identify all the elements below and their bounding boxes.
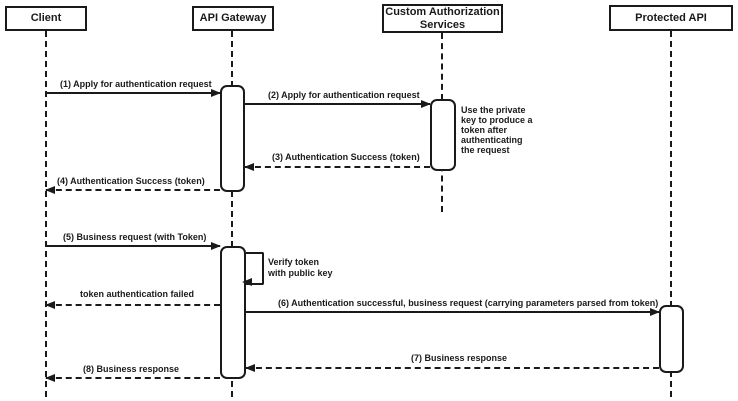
actor-label-protected-api: Protected API bbox=[635, 11, 707, 24]
arrowhead-left-icon bbox=[244, 163, 254, 171]
lifeline-api-gateway bbox=[231, 31, 233, 397]
lifeline-protected-api bbox=[670, 31, 672, 397]
actor-box-protected-api: Protected API bbox=[609, 5, 733, 31]
message-6-label: (6) Authentication successful, business … bbox=[278, 298, 659, 308]
actor-box-api-gateway: API Gateway bbox=[192, 6, 274, 31]
message-7-arrow bbox=[245, 364, 659, 372]
message-2-label: (2) Apply for authentication request bbox=[268, 90, 420, 100]
message-3-arrow bbox=[244, 163, 430, 171]
note-text: Use the private key to produce a token a… bbox=[461, 105, 533, 155]
activation-bar-api-gateway-2 bbox=[220, 246, 246, 379]
message-4-label: (4) Authentication Success (token) bbox=[57, 176, 205, 186]
actor-label-client: Client bbox=[30, 12, 62, 24]
arrowhead-right-icon bbox=[650, 308, 660, 316]
message-4-arrow bbox=[45, 186, 220, 194]
arrowhead-left-icon bbox=[45, 301, 55, 309]
message-1-arrow bbox=[46, 89, 221, 97]
actor-label-api-gateway: API Gateway bbox=[199, 12, 267, 24]
arrowhead-right-icon bbox=[421, 100, 431, 108]
message-8-arrow bbox=[45, 374, 220, 382]
actor-box-custom-authorization-services: Custom Authorization Services bbox=[382, 4, 503, 33]
message-7-label: (7) Business response bbox=[411, 353, 508, 363]
message-1-label: (1) Apply for authentication request bbox=[60, 79, 212, 89]
activation-bar-api-gateway-1 bbox=[220, 85, 245, 192]
arrowhead-right-icon bbox=[211, 242, 221, 250]
activation-bar-custom-authorization-services bbox=[430, 99, 456, 171]
self-message-loop bbox=[242, 252, 264, 286]
message-8-label: (8) Business response bbox=[83, 364, 180, 374]
arrowhead-left-icon bbox=[45, 374, 55, 382]
message-failed-label: token authentication failed bbox=[80, 289, 195, 299]
message-failed-arrow bbox=[45, 301, 220, 309]
actor-label-custom-authorization-services: Custom Authorization Services bbox=[385, 5, 500, 31]
arrowhead-left-icon bbox=[242, 278, 252, 286]
message-2-arrow bbox=[245, 100, 431, 108]
self-message-label: Verify token with public key bbox=[268, 257, 333, 278]
activation-bar-protected-api bbox=[659, 305, 684, 373]
message-5-arrow bbox=[46, 242, 221, 250]
arrowhead-left-icon bbox=[245, 364, 255, 372]
message-6-arrow bbox=[246, 308, 660, 316]
arrowhead-left-icon bbox=[45, 186, 55, 194]
message-3-label: (3) Authentication Success (token) bbox=[272, 152, 420, 162]
actor-box-client: Client bbox=[5, 6, 87, 31]
arrowhead-right-icon bbox=[211, 89, 221, 97]
lifeline-client bbox=[45, 31, 47, 397]
message-5-label: (5) Business request (with Token) bbox=[63, 232, 207, 242]
